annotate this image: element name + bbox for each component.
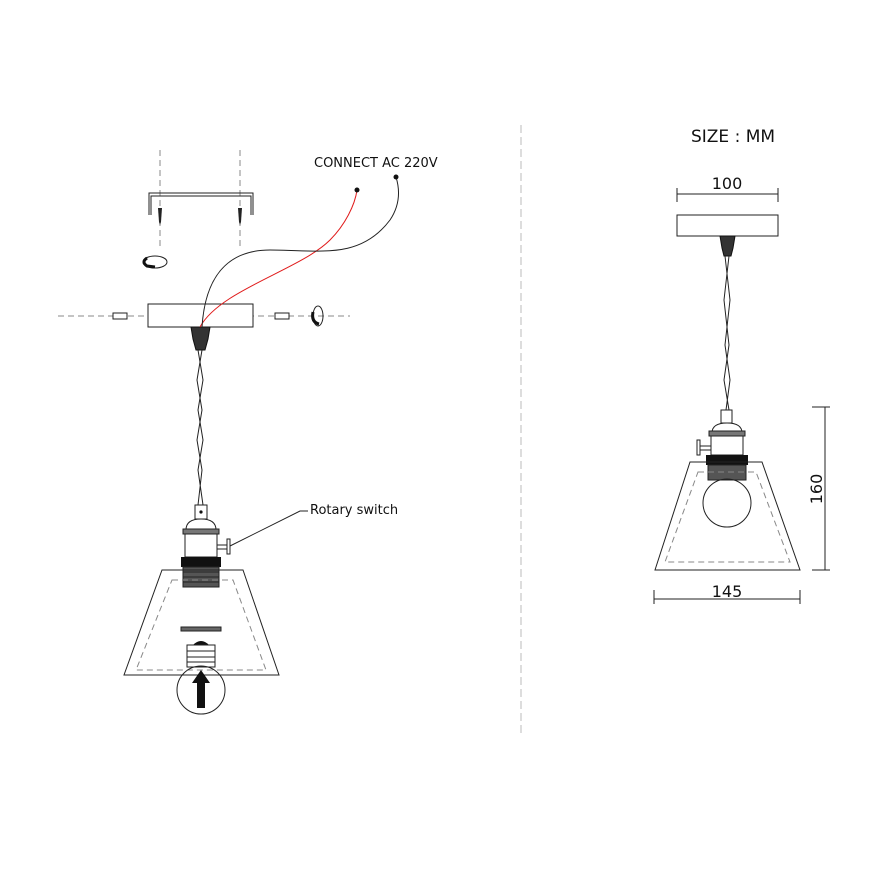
dimension-canopy	[676, 188, 779, 202]
rotary-switch	[226, 538, 231, 555]
rotary-switch-label: Rotary switch	[310, 503, 398, 518]
wire-end-dot	[393, 174, 399, 180]
rotate-icon	[311, 305, 324, 327]
wire-end-dot	[354, 187, 360, 193]
side-screw-icon	[112, 312, 290, 320]
glass-shade	[123, 569, 280, 676]
cable-grip	[719, 235, 736, 257]
twisted-cord	[723, 255, 731, 411]
dimension-height	[812, 406, 830, 571]
neutral-wire	[201, 176, 399, 328]
power-label: CONNECT AC 220V	[314, 156, 438, 171]
live-wire	[199, 189, 358, 328]
height-label: 160	[807, 474, 826, 505]
canopy-width-label: 100	[712, 174, 743, 193]
rotary-switch	[696, 439, 701, 456]
size-title: SIZE : MM	[691, 127, 775, 147]
mounting-bracket	[148, 192, 254, 215]
dimension-shade	[653, 590, 801, 604]
rotate-icon	[142, 255, 168, 269]
light-bulb	[702, 478, 752, 528]
installation-view: CONNECT AC 220V Rotary switch	[58, 150, 438, 715]
shade-ring	[180, 626, 222, 632]
twisted-cord	[196, 349, 204, 506]
shade-inner-edge	[664, 471, 791, 563]
size-view: SIZE : MM 100 160 145	[653, 127, 830, 604]
glass-shade	[654, 461, 801, 571]
arrow-up-icon	[192, 670, 210, 708]
shade-width-label: 145	[712, 582, 743, 601]
leader-line	[229, 510, 308, 547]
light-bulb	[176, 641, 226, 715]
ceiling-canopy	[147, 303, 254, 328]
cable-grip	[190, 326, 211, 351]
ceiling-canopy	[676, 214, 779, 237]
screw-icon	[158, 208, 242, 225]
shade-inner-edge	[135, 579, 267, 671]
lamp-socket	[696, 409, 748, 481]
lamp-socket	[181, 504, 231, 588]
